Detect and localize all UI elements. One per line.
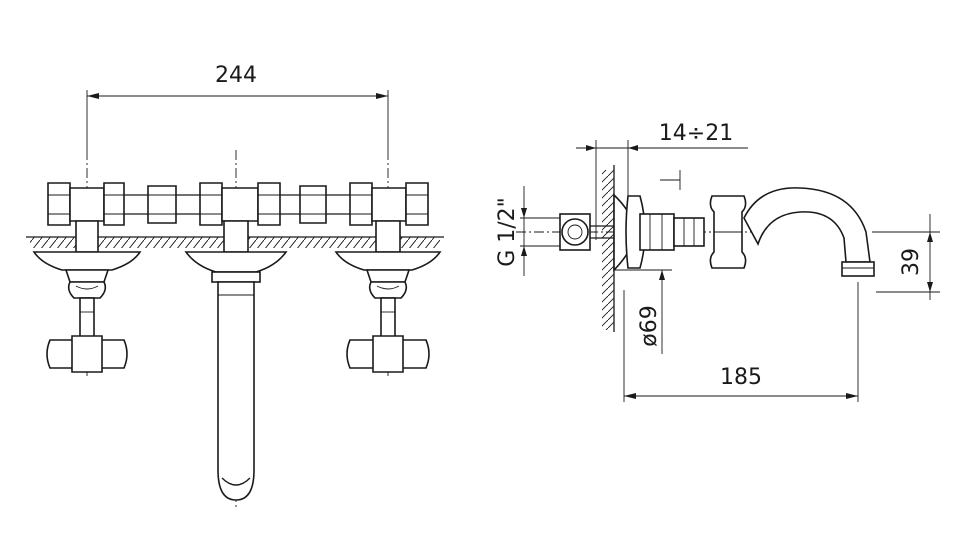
- front-view: 244: [26, 63, 444, 510]
- dim-reach: 185: [623, 282, 859, 402]
- pipe-end-side: [559, 213, 614, 251]
- pipe-assembly: [47, 182, 429, 226]
- dim-wall-depth: 14÷21: [576, 121, 748, 240]
- dim-thread-label: G 1/2": [495, 197, 520, 267]
- left-valve: [32, 251, 142, 373]
- dim-spout-height-label: 39: [899, 248, 924, 276]
- dim-wall-depth-label: 14÷21: [659, 121, 733, 146]
- stub-center: [223, 220, 249, 253]
- stub-left: [75, 220, 99, 253]
- dim-thread: G 1/2": [495, 186, 560, 276]
- side-view: 14÷21 G 1/2" ø69 185: [495, 121, 940, 402]
- center-spout: [184, 251, 288, 501]
- dim-spread-label: 244: [215, 63, 257, 88]
- right-valve: [334, 251, 442, 373]
- dim-spout-height: 39: [872, 214, 940, 300]
- dim-spread: 244: [86, 63, 389, 150]
- spout-side: [743, 187, 875, 277]
- body-side: [639, 213, 705, 251]
- dim-reach-label: 185: [720, 365, 762, 390]
- dim-flange-diameter-label: ø69: [637, 305, 662, 346]
- wall-side: [602, 165, 615, 332]
- stub-right: [375, 220, 401, 253]
- dim-flange-diameter: ø69: [614, 269, 672, 354]
